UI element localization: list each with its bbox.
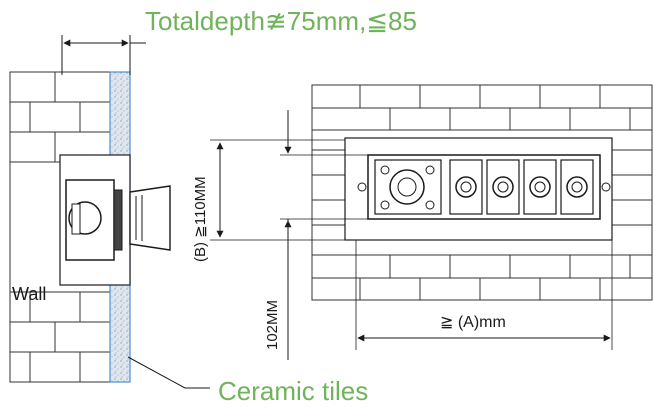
dimension-b-label: (B) ≧110MM (192, 176, 209, 262)
side-section-view (9, 71, 171, 383)
diverter-port-4 (566, 176, 588, 198)
ceramic-tiles-label: Ceramic tiles (218, 376, 368, 406)
ceramic-tiles-leader (127, 356, 210, 389)
diverter-port-2 (492, 176, 514, 198)
valve-body-front (357, 154, 611, 220)
mounting-plate (113, 189, 123, 251)
wall-label: Wall (12, 284, 46, 304)
dimension-102-label: 102MM (264, 300, 281, 350)
diverter-port-3 (529, 176, 551, 198)
total-depth-label: Totaldepth≇75mm,≦85 (145, 6, 417, 36)
dimension-102 (280, 110, 368, 360)
dimension-b (210, 139, 345, 241)
main-valve-port (389, 169, 425, 205)
diverter-port-1 (455, 176, 477, 198)
protective-cover (129, 185, 171, 251)
dimension-a (355, 240, 613, 350)
dimension-a-label: ≧ (A)mm (440, 314, 506, 331)
total-depth-dimension (61, 35, 146, 75)
front-wall-bricks (311, 84, 653, 301)
front-view (311, 84, 653, 301)
